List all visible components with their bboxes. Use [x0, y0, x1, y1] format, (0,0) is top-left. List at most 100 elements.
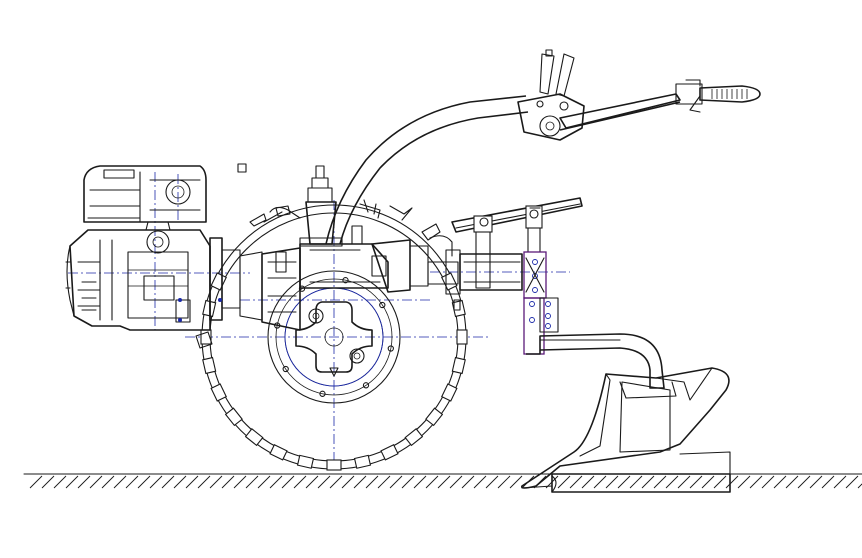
- clamp-bolt: [532, 259, 538, 265]
- ground-hatch-line: [785, 475, 799, 489]
- ground-hatch-line: [641, 475, 655, 489]
- ground-hatch-line: [605, 475, 619, 489]
- ground-hatch-line: [257, 475, 271, 489]
- wheel-lug: [210, 383, 227, 402]
- ground-hatch-line: [161, 475, 175, 489]
- wheel-lug: [425, 407, 444, 427]
- clamp-bolt: [529, 301, 535, 307]
- ground-line: [23, 473, 862, 489]
- ground-hatch-line: [317, 475, 331, 489]
- ground-hatch-line: [329, 475, 343, 489]
- clamp-bolt: [532, 287, 538, 293]
- wheel-lug: [210, 272, 227, 291]
- ground-hatch-line: [581, 475, 595, 489]
- ground-hatch-line: [857, 483, 862, 489]
- clamp-bolts: [529, 259, 551, 329]
- throttle-grip: [675, 79, 761, 113]
- wheel-lug: [353, 454, 372, 469]
- wheel-lug: [269, 444, 288, 461]
- ground-hatch-line: [365, 475, 379, 489]
- ground-hatch-line: [29, 475, 43, 489]
- wheel-lug: [380, 444, 399, 461]
- ground-hatch-line: [677, 475, 691, 489]
- ground-hatch-line: [509, 475, 523, 489]
- ground-hatch-line: [137, 475, 151, 489]
- clamp-bolt: [545, 313, 551, 319]
- ground-hatch-line: [653, 475, 667, 489]
- ground-hatch-line: [209, 475, 223, 489]
- ground-hatch-line: [233, 475, 247, 489]
- ground-hatch-line: [713, 475, 727, 489]
- ground-hatch-line: [617, 475, 631, 489]
- hitch: [451, 197, 583, 355]
- ground-hatch-line: [845, 475, 859, 489]
- ground-hatch-line: [89, 475, 103, 489]
- ground-hatch-line: [185, 475, 199, 489]
- wheel-lug: [326, 459, 342, 471]
- ground-hatch-line: [629, 475, 643, 489]
- ground-hatch-line: [425, 475, 439, 489]
- ground-hatch-line: [113, 475, 127, 489]
- clamp-bolt: [532, 273, 538, 279]
- wheel-bolt: [342, 277, 349, 284]
- wheel-lug: [404, 428, 424, 447]
- wheel-bolt: [362, 382, 370, 389]
- ground-hatch-line: [41, 475, 55, 489]
- wheel-lug: [451, 356, 466, 375]
- ground-hatch-line: [497, 475, 511, 489]
- ground-hatch-line: [689, 475, 703, 489]
- ground-hatch-line: [701, 475, 715, 489]
- ground-hatch-line: [485, 475, 499, 489]
- ground-hatch-line: [761, 475, 775, 489]
- ground-hatch-line: [413, 475, 427, 489]
- ground-hatch-line: [569, 475, 583, 489]
- ground-hatch-line: [305, 475, 319, 489]
- wheel-bolt: [282, 365, 289, 373]
- ground-hatch-line: [65, 475, 79, 489]
- plough: [520, 333, 731, 493]
- ground-hatch-line: [173, 475, 187, 489]
- wheel-lug: [441, 272, 458, 291]
- ground-hatch-line: [449, 475, 463, 489]
- ground-hatch-line: [809, 475, 823, 489]
- ground-hatch-line: [221, 475, 235, 489]
- ground-hatch-line: [725, 475, 739, 489]
- ground-hatch-line: [377, 475, 391, 489]
- wheel-bolt: [387, 345, 394, 352]
- wheel-lug: [456, 329, 468, 345]
- wheel-lug: [224, 407, 243, 427]
- wheel-lug: [202, 356, 217, 375]
- ground-hatch-line: [77, 475, 91, 489]
- ground-hatch-line: [353, 475, 367, 489]
- wheel-bolt: [379, 301, 386, 309]
- ground-hatch-line: [281, 475, 295, 489]
- ground-hatch-line: [101, 475, 115, 489]
- fender-fragments: [195, 163, 441, 349]
- engine: [65, 165, 211, 331]
- ground-hatch-line: [389, 475, 403, 489]
- ground-hatch-line: [821, 475, 835, 489]
- ground-hatch-line: [749, 475, 763, 489]
- wheel-lug: [244, 428, 264, 447]
- ground-hatch-line: [473, 475, 487, 489]
- gearbox: [178, 165, 453, 331]
- wheel-hub-plate: [295, 301, 373, 373]
- ground-hatch-line: [461, 475, 475, 489]
- ground-hatch-line: [293, 475, 307, 489]
- clamp-bolt: [545, 301, 551, 307]
- ground-hatching: [29, 475, 862, 489]
- ground-hatch-line: [245, 475, 259, 489]
- ground-hatch-line: [665, 475, 679, 489]
- wheel-bolt: [319, 390, 326, 397]
- ground-hatch-line: [269, 475, 283, 489]
- ground-hatch-line: [437, 475, 451, 489]
- centerlines: [68, 172, 570, 470]
- ground-hatch-line: [557, 475, 571, 489]
- clamp-bolt: [545, 323, 551, 329]
- ground-hatch-line: [53, 475, 67, 489]
- ground-hatch-line: [593, 475, 607, 489]
- wheel-lug: [296, 454, 315, 469]
- ground-hatch-line: [125, 475, 139, 489]
- ground-hatch-line: [149, 475, 163, 489]
